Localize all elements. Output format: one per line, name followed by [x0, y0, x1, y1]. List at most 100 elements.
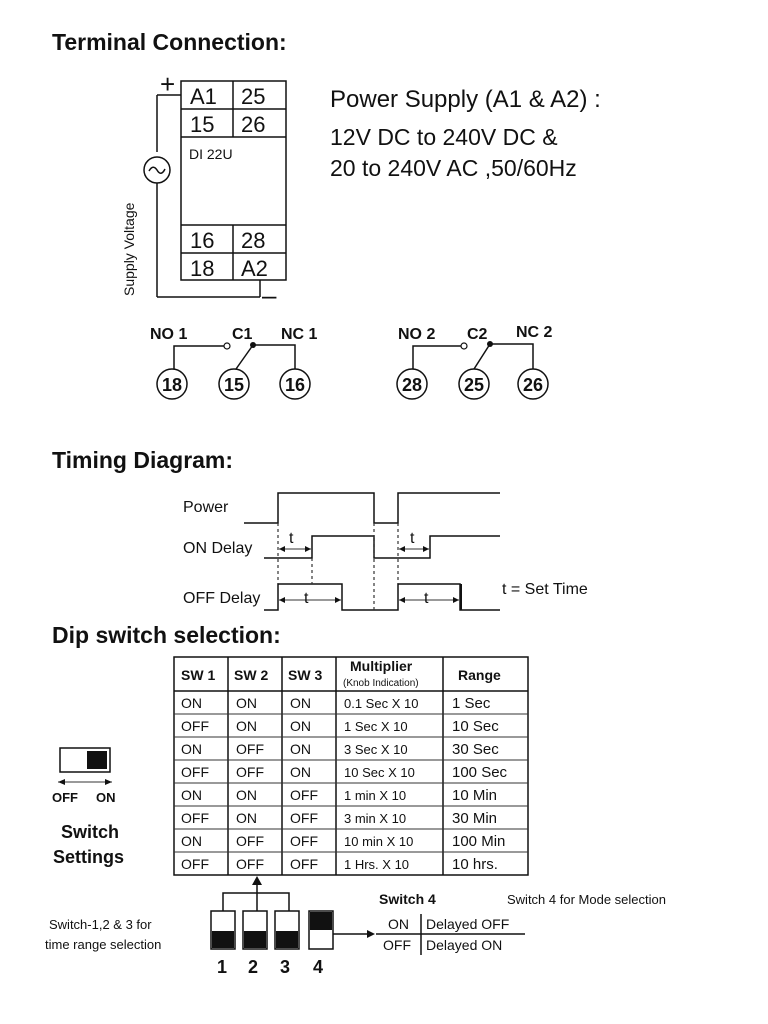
mode-delayed-off: Delayed OFF [426, 916, 509, 932]
table-cell: ON [236, 695, 257, 711]
dip-switch-4 [308, 910, 334, 950]
on-label: ON [96, 790, 116, 805]
table-cell: 1 min X 10 [344, 788, 406, 803]
switch-number-2: 2 [248, 957, 258, 977]
table-cell: ON [181, 833, 202, 849]
terminal-16: 16 [190, 228, 214, 253]
table-cell: ON [236, 718, 257, 734]
table-cell: 10 Sec X 10 [344, 765, 415, 780]
dip-switch-3 [274, 910, 300, 950]
table-cell: ON [290, 764, 311, 780]
table-cell: OFF [290, 856, 318, 872]
plus-sign: + [160, 69, 175, 99]
relay-contact-2: NO 2 C2 NC 2 28 25 26 [396, 324, 553, 400]
t-label-2: t [410, 530, 415, 547]
table-cell: 3 min X 10 [344, 811, 406, 826]
no2-label: NO 2 [398, 326, 435, 343]
pin-15: 15 [224, 375, 244, 395]
power-supply-line2: 20 to 240V AC ,50/60Hz [330, 155, 577, 181]
switch-settings-title-1: Switch [61, 822, 119, 842]
nc1-label: NC 1 [281, 326, 318, 343]
off-label: OFF [52, 790, 78, 805]
table-cell: OFF [181, 856, 209, 872]
c2-label: C2 [467, 326, 488, 343]
dip-switch-2 [242, 910, 268, 950]
switch-number-3: 3 [280, 957, 290, 977]
table-cell: OFF [290, 833, 318, 849]
table-cell: 30 Min [452, 810, 497, 827]
pin-18: 18 [162, 375, 182, 395]
switch-toggle-icon [87, 751, 107, 769]
t-label-4: t [424, 590, 429, 607]
power-supply-line1: 12V DC to 240V DC & [330, 124, 558, 150]
on-delay-t-marker-1: t [279, 530, 311, 552]
table-cell: 10 hrs. [452, 856, 498, 873]
table-cell: ON [181, 787, 202, 803]
off-delay-waveform [264, 583, 500, 611]
table-cell: 10 Sec [452, 718, 499, 735]
table-row: ON ON ON 0.1 Sec X 10 1 Sec [181, 695, 491, 712]
pin-26: 26 [523, 375, 543, 395]
pin-16: 16 [285, 375, 305, 395]
table-cell: 1 Hrs. X 10 [344, 857, 409, 872]
t-label-1: t [289, 530, 294, 547]
header-sw3: SW 3 [288, 667, 322, 683]
table-cell: ON [290, 741, 311, 757]
table-cell: OFF [181, 764, 209, 780]
minus-sign: – [262, 280, 277, 310]
off-delay-t-marker-1: t [279, 590, 341, 607]
arrow-up-icon [252, 876, 262, 885]
relay-contact-1: NO 1 C1 NC 1 18 15 16 [150, 326, 318, 400]
pin-25: 25 [464, 375, 484, 395]
table-cell: ON [290, 718, 311, 734]
pin-28: 28 [402, 375, 422, 395]
nc2-label: NC 2 [516, 324, 553, 341]
table-cell: OFF [290, 810, 318, 826]
table-cell: OFF [236, 833, 264, 849]
dip-title: Dip switch selection: [52, 622, 281, 648]
table-cell: ON [236, 810, 257, 826]
mode-state-off: OFF [383, 937, 411, 953]
table-cell: 1 Sec X 10 [344, 719, 408, 734]
table-cell: 10 Min [452, 787, 497, 804]
table-cell: OFF [236, 856, 264, 872]
terminal-15: 15 [190, 112, 214, 137]
switch4-title: Switch 4 [379, 891, 436, 907]
switch-settings-title-2: Settings [53, 847, 124, 867]
terminal-26: 26 [241, 112, 265, 137]
switch-number-1: 1 [217, 957, 227, 977]
terminal-a1: A1 [190, 84, 217, 109]
no1-label: NO 1 [150, 326, 187, 343]
c1-label: C1 [232, 326, 253, 343]
table-row: OFF OFF ON 10 Sec X 10 100 Sec [181, 764, 508, 781]
mode-delayed-on: Delayed ON [426, 937, 502, 953]
table-cell: OFF [181, 810, 209, 826]
table-cell: 100 Min [452, 833, 505, 850]
on-delay-waveform [264, 535, 500, 559]
mode-state-on: ON [388, 916, 409, 932]
arrow-right-icon [367, 930, 375, 938]
power-waveform [244, 492, 500, 524]
supply-voltage-label: Supply Voltage [121, 202, 137, 296]
header-sw1: SW 1 [181, 667, 215, 683]
t-label-3: t [304, 590, 309, 607]
table-cell: 0.1 Sec X 10 [344, 696, 418, 711]
power-supply-title: Power Supply (A1 & A2) : [330, 86, 601, 113]
off-delay-label: OFF Delay [183, 590, 260, 607]
range-note-line1: Switch-1,2 & 3 for [49, 917, 152, 932]
mode-selection-note: Switch 4 for Mode selection [507, 892, 666, 907]
header-range: Range [458, 667, 501, 683]
header-multiplier-sub: (Knob Indication) [343, 678, 419, 689]
dip-switch-1 [210, 910, 236, 950]
table-cell: ON [236, 787, 257, 803]
off-delay-t-marker-2: t [399, 590, 459, 607]
table-cell: OFF [236, 741, 264, 757]
table-cell: ON [181, 695, 202, 711]
terminal-18: 18 [190, 256, 214, 281]
set-time-legend: t = Set Time [502, 581, 588, 598]
table-row: ON ON OFF 1 min X 10 10 Min [181, 787, 497, 804]
table-cell: OFF [290, 787, 318, 803]
terminal-28: 28 [241, 228, 265, 253]
range-note-line2: time range selection [45, 937, 161, 952]
timing-title: Timing Diagram: [52, 447, 233, 473]
